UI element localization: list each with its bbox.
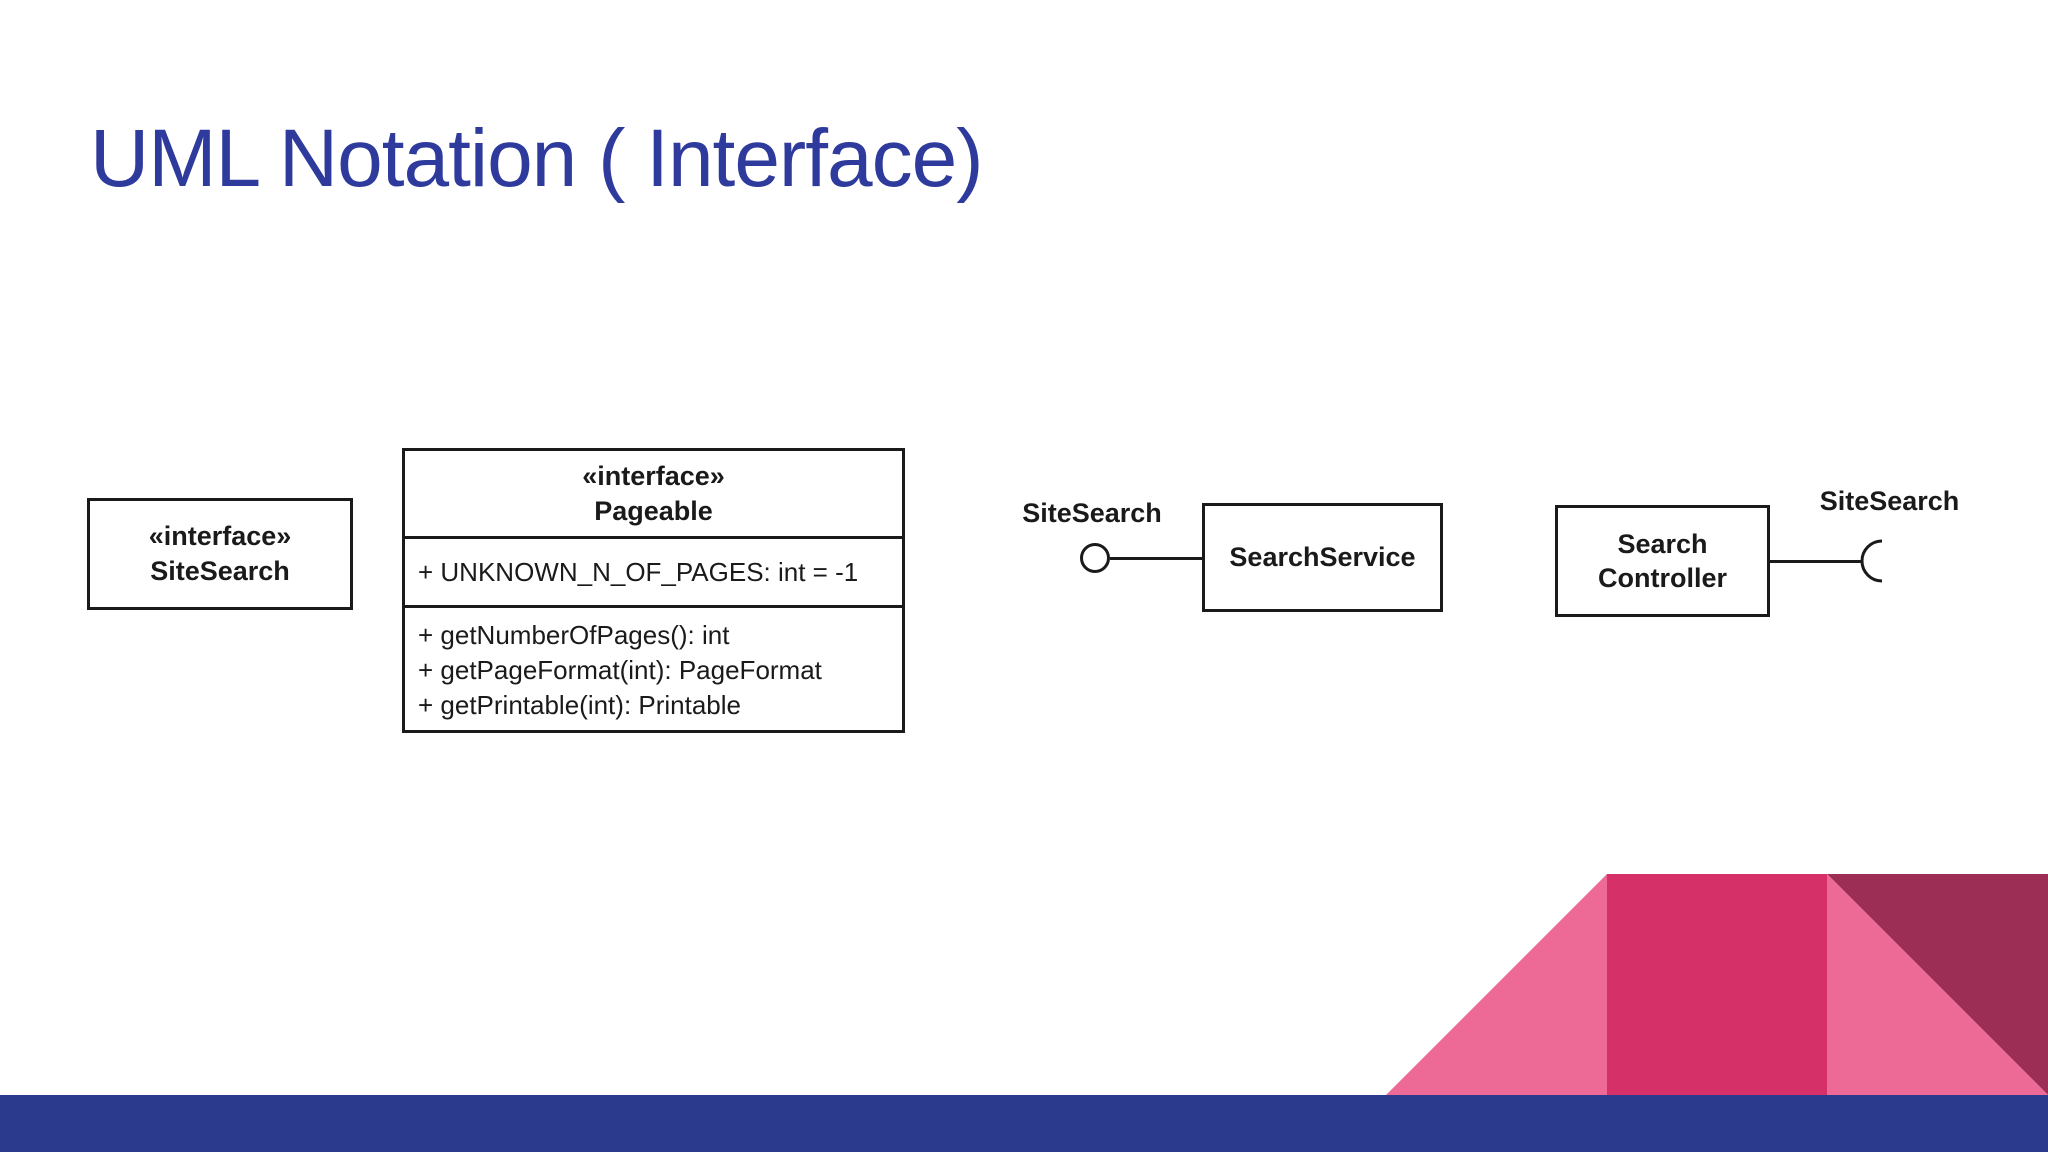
lollipop-interface-label: SiteSearch xyxy=(1022,498,1162,528)
class-name-label: SearchService xyxy=(1229,542,1416,572)
method-line: + getPrintable(int): Printable xyxy=(418,690,742,720)
decor-quad-center-dark-pink xyxy=(1607,874,1827,1095)
pageable-name-compartment: «interface» Pageable xyxy=(405,451,902,536)
footer-bar xyxy=(0,1095,2048,1152)
method-line: + getNumberOfPages(): int xyxy=(418,620,730,650)
uml-class-box-sitesearch: «interface» SiteSearch xyxy=(87,498,353,610)
uml-class-box-searchcontroller: Search Controller xyxy=(1555,505,1770,617)
provided-interface-lollipop-icon xyxy=(1080,543,1110,573)
uml-class-box-searchservice: SearchService xyxy=(1202,503,1443,612)
decor-triangle-maroon xyxy=(1827,874,2048,1095)
stereotype-label: «interface» xyxy=(148,521,292,551)
socket-interface-label: SiteSearch xyxy=(1819,486,1960,516)
page-title: UML Notation ( Interface) xyxy=(90,113,984,204)
stereotype-label: «interface» xyxy=(582,460,725,491)
class-name-label: Search xyxy=(1617,529,1708,559)
decor-triangle-left-pink xyxy=(1386,874,1607,1095)
method-line: + getPageFormat(int): PageFormat xyxy=(418,655,822,685)
interface-name-label: Pageable xyxy=(594,495,713,526)
attribute-line: + UNKNOWN_N_OF_PAGES: int = -1 xyxy=(418,556,859,587)
class-name-label: Controller xyxy=(1597,563,1727,593)
required-interface-socket-icon xyxy=(1860,539,1883,583)
pageable-methods-compartment: + getNumberOfPages(): int + getPageForma… xyxy=(405,605,902,730)
lollipop-connector-line xyxy=(1110,557,1202,560)
interface-name-label: SiteSearch xyxy=(150,556,290,586)
socket-connector-line xyxy=(1770,560,1862,563)
pageable-attributes-compartment: + UNKNOWN_N_OF_PAGES: int = -1 xyxy=(405,536,902,605)
uml-class-box-pageable: «interface» Pageable + UNKNOWN_N_OF_PAGE… xyxy=(402,448,905,733)
decor-triangle-right-pink xyxy=(1827,874,2048,1095)
